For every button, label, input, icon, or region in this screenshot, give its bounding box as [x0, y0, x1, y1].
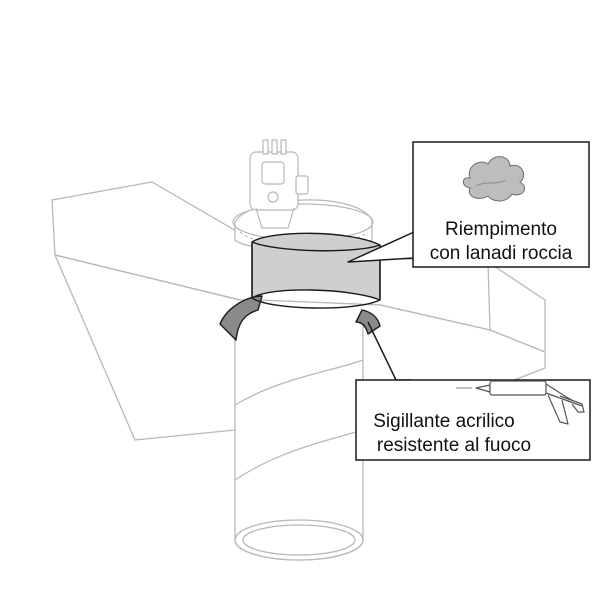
slab-edge-inner	[54, 254, 241, 301]
duct-spiral-seam-1	[234, 359, 364, 406]
duct	[234, 322, 364, 561]
duct-spiral-seam-2	[234, 429, 364, 481]
damper-actuator	[249, 139, 309, 229]
callout-box-sealant	[355, 379, 591, 461]
sealant-ring-left	[219, 295, 263, 341]
callout-pointer-rock-wool	[347, 231, 415, 263]
duct-bottom-opening	[234, 519, 364, 561]
slab-edge-right	[487, 261, 491, 331]
callout-sealant: Sigillante acrilico resistente al fuoco	[355, 321, 591, 461]
rock-wool-filling	[251, 232, 381, 309]
callout-rock-wool: Riempimento con lanadi roccia	[347, 141, 590, 268]
slab-underside	[54, 254, 236, 441]
caulking-gun-icon	[456, 380, 585, 425]
callout-rock-wool-line1: Riempimento	[445, 219, 557, 240]
callout-sealant-line1: Sigillante acrilico	[373, 411, 515, 432]
callout-sealant-line2: resistente al fuoco	[377, 435, 531, 456]
callout-rock-wool-line2: con lanadi roccia	[430, 243, 573, 264]
rock-wool-tuft-icon	[462, 156, 525, 202]
